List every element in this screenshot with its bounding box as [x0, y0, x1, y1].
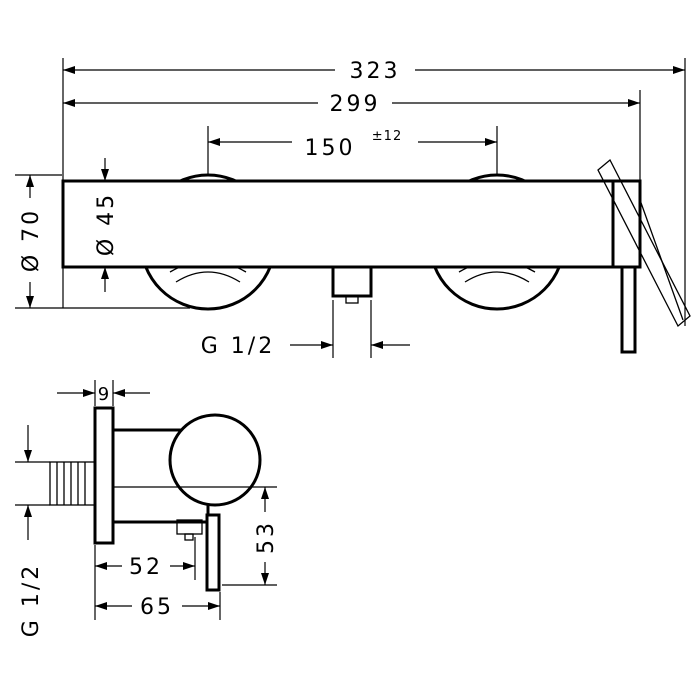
- side-body-cylinder: [168, 413, 262, 507]
- front-view: 323 299 150 ±12 Ø 70 Ø 45 G 1/2: [15, 58, 691, 359]
- lever-handle: [620, 265, 637, 354]
- mixer-body: [61, 179, 617, 269]
- side-view: 9 G 1/2 52 65 53: [15, 380, 279, 637]
- lever-rotated-outline: [597, 158, 691, 328]
- dim-rosette-diameter: Ø 45: [94, 192, 119, 256]
- dim-outlet-thread: G 1/2: [201, 334, 275, 359]
- dim-center-tolerance: ±12: [372, 129, 402, 144]
- wall-plate: [93, 406, 115, 545]
- side-lever: [205, 513, 221, 592]
- dim-depth-to-outlet: 52: [129, 555, 163, 580]
- dim-height-to-outlet: 53: [254, 520, 279, 554]
- dim-center-distance: 150: [305, 136, 356, 161]
- dim-body-diameter: Ø 70: [19, 208, 44, 272]
- lever-block: [611, 179, 642, 269]
- dim-plate-thickness: 9: [98, 384, 110, 405]
- dim-overall-depth: 65: [140, 595, 174, 620]
- dim-inlet-thread: G 1/2: [19, 563, 44, 637]
- dim-overall-width: 323: [350, 59, 401, 84]
- dim-rosette-span: 299: [330, 92, 381, 117]
